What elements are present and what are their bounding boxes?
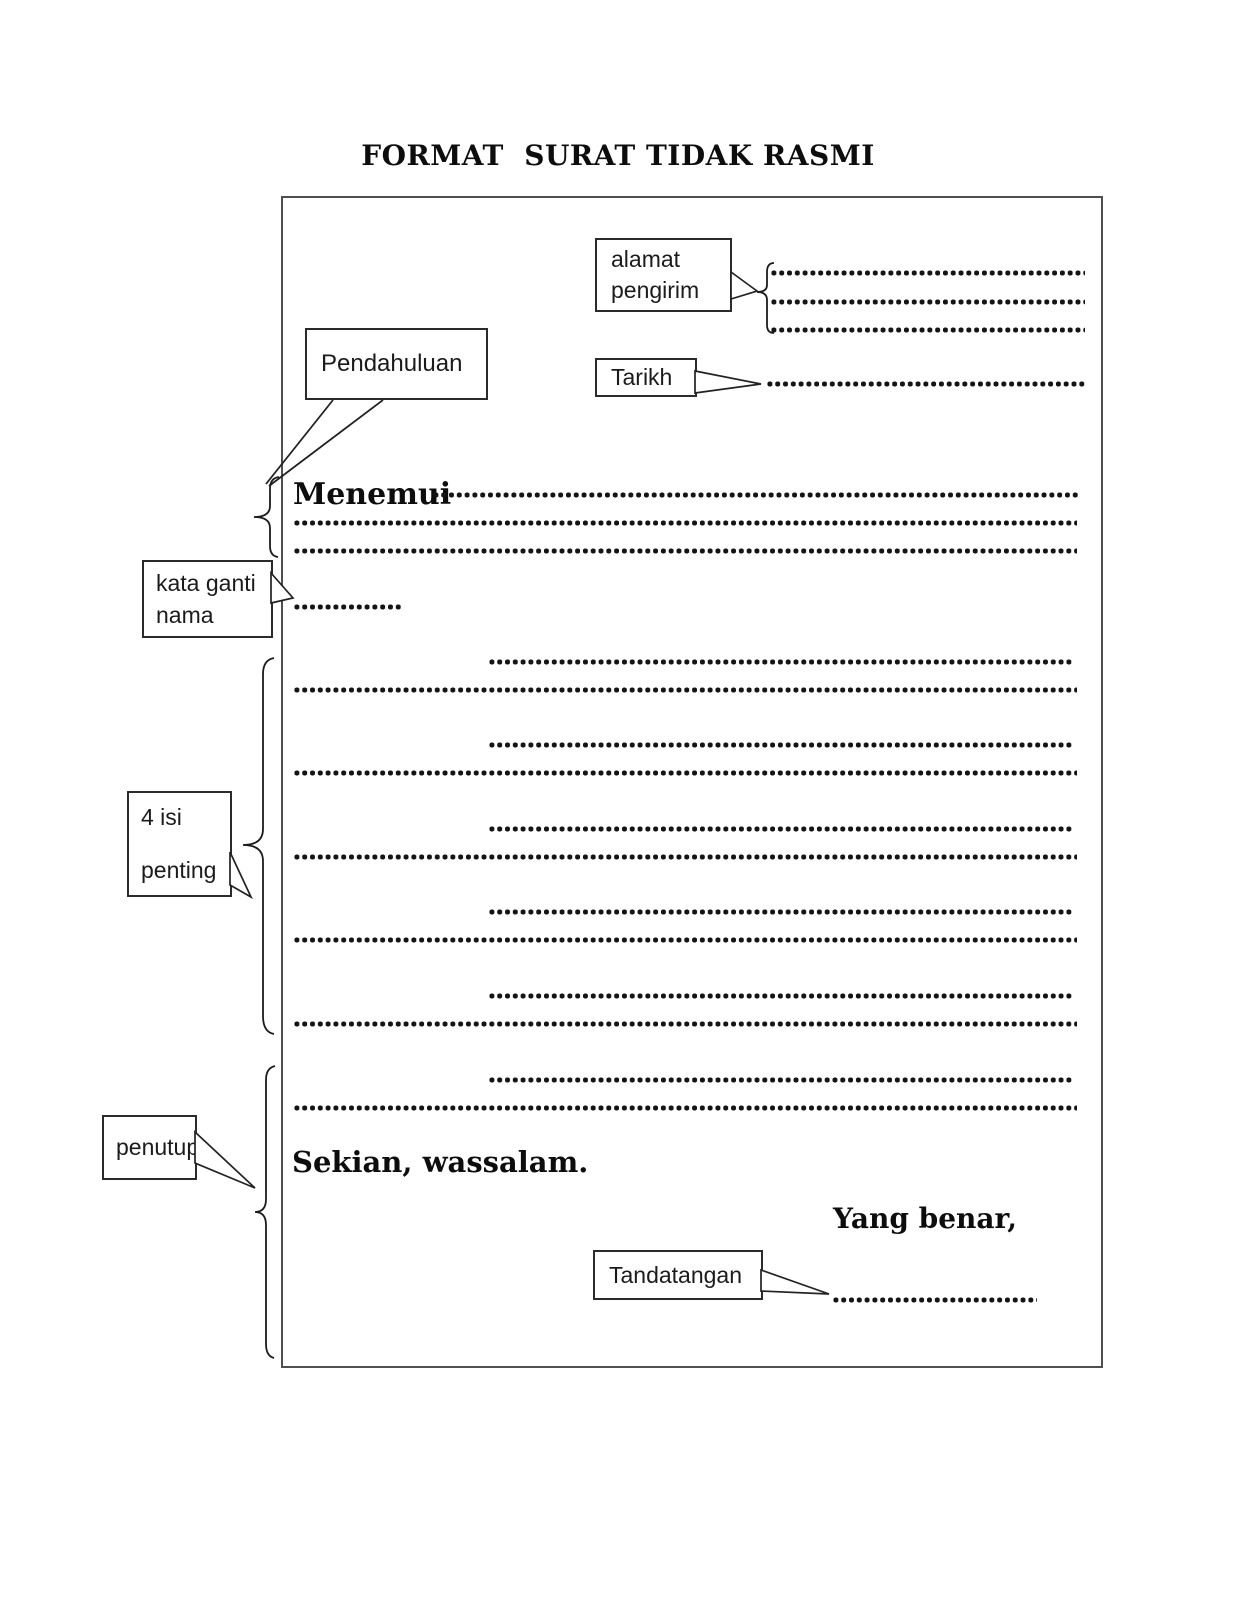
callout-penutup: penutup [102,1115,200,1180]
body-content-brace [242,657,275,1035]
pronoun-dotted-line [293,604,401,610]
body1-dotted-line [293,687,1077,693]
callout-isi-penting: 4 isi penting [127,791,232,897]
closing-brace [254,1065,276,1359]
callout-penutup-label: penutup [116,1134,200,1160]
body5-dotted-line [293,1021,1077,1027]
body4-dotted-line [293,937,1077,943]
body5-indent-dotted-line [488,993,1072,999]
callout-kata-ganti-nama: kata ganti nama [142,560,273,638]
page-title: FORMAT SURAT TIDAK RASMI [361,139,875,172]
date-dotted-line [766,381,1085,387]
closing-phrase-text: Sekian, wassalam. [292,1145,589,1179]
callout-tandatangan: Tandatangan [593,1250,763,1300]
callout-isi-penting-label-line2: penting [141,857,217,883]
callout-kata-ganti-nama-label-line1: kata ganti [156,570,256,596]
body3-indent-dotted-line [488,826,1072,832]
sender-address-dotted-line-1 [770,270,1085,276]
introduction-dotted-line-2 [293,548,1077,554]
closing-indent-dotted-line [488,1077,1072,1083]
closing-dotted-line [293,1105,1077,1111]
introduction-dotted-line-1 [293,520,1077,526]
body3-dotted-line [293,854,1077,860]
body4-indent-dotted-line [488,909,1072,915]
signature-dotted-line [832,1297,1037,1303]
isi-penting-callout-tail [229,851,253,900]
callout-pendahuluan-label: Pendahuluan [321,350,463,377]
salutation-text: Menemui [293,477,452,512]
body1-indent-dotted-line [488,659,1072,665]
callout-pendahuluan: Pendahuluan [305,328,488,400]
callout-tandatangan-label: Tandatangan [609,1261,743,1288]
body2-indent-dotted-line [488,742,1072,748]
callout-tarikh: Tarikh [595,358,697,397]
callout-isi-penting-label-line1: 4 isi [141,804,182,830]
sender-address-dotted-line-3 [770,327,1085,333]
signoff-text: Yang benar, [833,1202,1017,1235]
callout-alamat-pengirim: alamat pengirim [595,238,732,312]
callout-alamat-pengirim-label-line1: alamat [611,246,681,272]
salutation-dotted-leader [432,492,1079,498]
callout-alamat-pengirim-label-line2: pengirim [611,277,700,303]
sender-address-dotted-line-2 [770,299,1085,305]
callout-kata-ganti-nama-label-line2: nama [156,602,214,628]
body2-dotted-line [293,770,1077,776]
penutup-callout-tail [194,1130,256,1189]
introduction-brace [253,476,280,558]
callout-tarikh-label: Tarikh [611,364,673,390]
